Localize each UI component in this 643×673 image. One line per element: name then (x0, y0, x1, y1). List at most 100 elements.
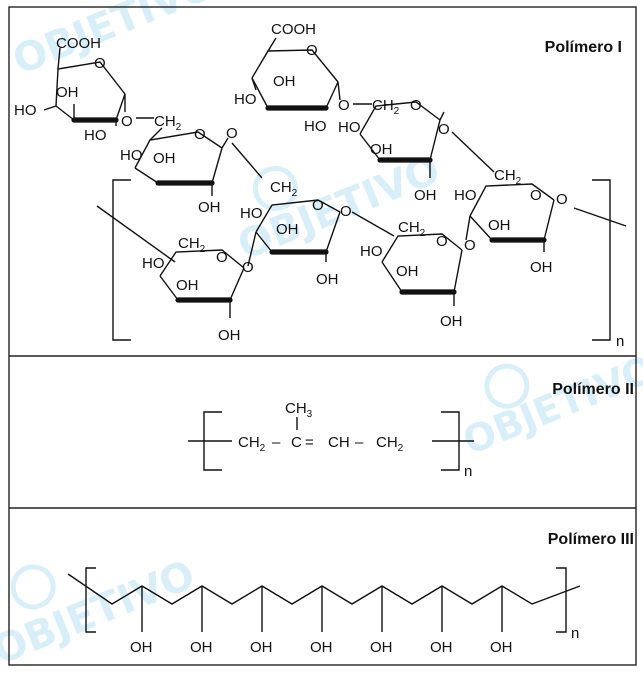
ring-h-oxygen-label: O (436, 233, 448, 250)
ring-d-to-ring-g-bond (451, 131, 495, 173)
ring-c-link-bond (221, 137, 229, 149)
watermark-logo (252, 165, 298, 211)
ring-f-ch2-sub: 2 (200, 244, 206, 255)
dash-1: – (272, 434, 281, 451)
ring-g-oxygen-label: O (530, 187, 542, 204)
watermark-2: OBJETIVO (232, 147, 447, 269)
ring-g-ho-label: HO (454, 187, 477, 204)
watermark-text: OBJETIVO (457, 347, 643, 464)
ring-g-to-ring-h-bond (465, 215, 471, 241)
ring-f-ch2-text: CH (178, 235, 200, 252)
ring-e-link-oxygen-label: O (340, 203, 352, 220)
ring-b-carboxyl-bond (267, 37, 277, 52)
dash-2: – (355, 434, 364, 451)
polymer-1-left-bracket (112, 179, 131, 341)
watermark-4: OBJETIVO (0, 552, 201, 673)
ring-a-oxygen-label: O (94, 55, 106, 72)
hydroxyl-label: OH (130, 639, 153, 656)
ring-g-ch2-text: CH (494, 167, 516, 184)
ring-d-link-bond (439, 111, 445, 121)
ring-h-ch2-text: CH (398, 219, 420, 236)
ring-e-to-ring-f-bond (247, 231, 257, 267)
ring-c-link-oxygen-label: O (226, 125, 238, 142)
ring-a-carboxyl-bond (57, 47, 61, 70)
ring-e-oh-label: OH (276, 221, 299, 238)
ch2-right-sub: 2 (398, 443, 404, 454)
ring-f-ho-label: HO (142, 255, 165, 272)
link-a-ch2-label: CH2 (154, 113, 182, 133)
ch2-left-text: CH (238, 434, 260, 451)
hydroxyl-label: OH (250, 639, 273, 656)
link-a-ch2-text: CH (154, 113, 176, 130)
ring-d-oxygen-label: O (410, 97, 422, 114)
polymer-3-repeat-n: n (571, 625, 579, 642)
ring-e: CH2 O OH HO OH O O (240, 179, 395, 288)
polymer-1-repeat-n: n (616, 333, 624, 350)
ring-d-ho-label: HO (338, 119, 361, 136)
ring-d-upper-bonds (359, 101, 441, 135)
ring-h: CH2 O OH HO OH (360, 219, 463, 330)
ring-b-oh-label: OH (273, 73, 296, 90)
polymer-2-title: Polímero II (552, 381, 634, 398)
link-a-oxygen-label: O (121, 113, 133, 130)
ring-h-upper-bonds (381, 233, 463, 263)
ring-f-oxygen-label: O (216, 249, 228, 266)
ring-e-ch2-text: CH (270, 179, 292, 196)
ring-c-lower-oh-label: OH (198, 199, 221, 216)
polymer-1-right-bracket (592, 179, 611, 341)
watermark-text: OBJETIVO (232, 147, 447, 269)
ring-c-side-bonds (134, 147, 223, 184)
ring-b-lower-ho-label: HO (304, 118, 327, 135)
link-b-ch2-sub: 2 (394, 106, 400, 117)
ring-d-side-bonds (359, 119, 441, 161)
ring-c-ho-label: HO (120, 147, 143, 164)
ring-g: CH2 O OH HO OH O O (454, 167, 568, 276)
ring-e-side-bonds (255, 211, 341, 253)
methyl-text: CH (285, 400, 307, 417)
hydroxyl-label: OH (490, 639, 513, 656)
double-bond: = (305, 434, 314, 451)
ring-b-ho-bond (251, 77, 257, 91)
ch2-left-sub: 2 (260, 443, 266, 454)
ring-e-to-ring-h-bond (351, 211, 395, 237)
ch2-left-group: CH2 (238, 434, 266, 454)
outer-frame (8, 6, 637, 666)
polymer-3-right-bracket (556, 567, 567, 633)
ring-b-cooh-label: COOH (271, 21, 316, 38)
ring-g-side-bonds (469, 199, 555, 241)
ring-h-ho-label: HO (360, 243, 383, 260)
ring-h-ch2-label: CH2 (398, 219, 426, 239)
ch2-right-group: CH2 (376, 434, 404, 454)
ring-e-lower-oh-label: OH (316, 271, 339, 288)
watermark-1: OBJETIVO (7, 0, 222, 84)
ring-g-ch2-label: CH2 (494, 167, 522, 187)
methyl-group: CH3 (285, 400, 313, 420)
ring-a-ho-label: HO (14, 102, 37, 119)
ring-b-side-bonds (251, 77, 339, 109)
watermark-logo (484, 363, 530, 409)
panel-polymer-1: Polímero I n COOH O OH HO HO O CH2 (14, 21, 627, 350)
methyl-sub: 3 (307, 409, 313, 420)
chain-end-right-bond (573, 207, 627, 227)
hydroxyl-label: OH (370, 639, 393, 656)
ring-f-side-bonds (159, 267, 245, 301)
ring-g-link-oxygen-label: O (556, 191, 568, 208)
ring-a-uronic: COOH O OH HO HO O CH2 (14, 35, 182, 144)
ring-g-ring-h-oxygen-label: O (464, 237, 476, 254)
carbon-c: C (291, 434, 302, 451)
hydroxyl-label: OH (430, 639, 453, 656)
ring-g-oh-label: OH (488, 217, 511, 234)
ring-e-ho-label: HO (240, 205, 263, 222)
ring-d-link-oxygen-label: O (438, 121, 450, 138)
polymer-3-title: Polímero III (548, 531, 634, 548)
ring-a-ho-bond (43, 105, 57, 111)
ring-e-ch2-label: CH2 (270, 179, 298, 199)
ring-a-lower-ho-label: HO (84, 127, 107, 144)
polymer-1-title: Polímero I (545, 39, 622, 56)
ring-c-oxygen-label: O (194, 126, 206, 143)
ch-group: CH (328, 434, 350, 451)
